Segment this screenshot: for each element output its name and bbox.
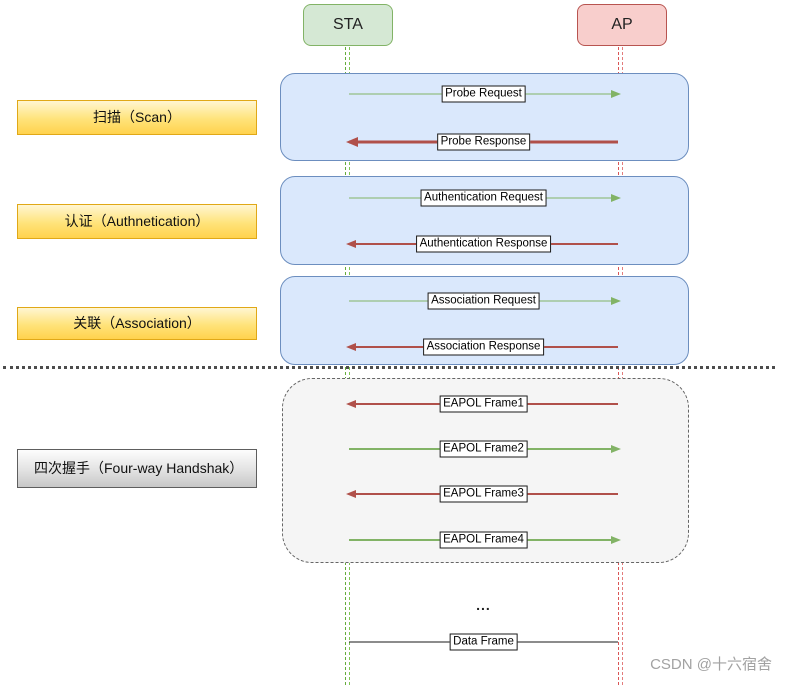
actor-ap: AP bbox=[577, 4, 667, 46]
arrow-left-icon bbox=[346, 137, 358, 147]
phase-label-association-text: 关联（Association） bbox=[73, 314, 201, 331]
arrow-left-icon bbox=[346, 490, 356, 498]
message-label: Authentication Response bbox=[415, 235, 552, 253]
phase-label-scan-text: 扫描（Scan） bbox=[93, 108, 181, 125]
actor-sta: STA bbox=[303, 4, 393, 46]
phase-label-scan: 扫描（Scan） bbox=[17, 100, 257, 135]
message-label: Association Response bbox=[422, 338, 545, 356]
message-label: EAPOL Frame3 bbox=[439, 485, 528, 503]
arrow-right-icon bbox=[611, 297, 621, 305]
phase-separator-dotted-line bbox=[3, 366, 775, 369]
message-label: Data Frame bbox=[449, 633, 518, 651]
phase-label-four-way-handshake-text: 四次握手（Four-way Handshak） bbox=[34, 459, 244, 476]
arrow-right-icon bbox=[611, 90, 621, 98]
message-label: EAPOL Frame4 bbox=[439, 531, 528, 549]
actor-ap-label: AP bbox=[611, 16, 633, 33]
arrow-right-icon bbox=[611, 536, 621, 544]
arrow-left-icon bbox=[346, 400, 356, 408]
message-label: Probe Request bbox=[441, 85, 526, 103]
arrow-left-icon bbox=[346, 240, 356, 248]
message-label: Association Request bbox=[427, 292, 540, 310]
phase-label-authentication-text: 认证（Authnetication） bbox=[64, 212, 210, 229]
phase-label-association: 关联（Association） bbox=[17, 307, 257, 340]
watermark-text: CSDN @十六宿舍 bbox=[650, 656, 772, 673]
message-label: EAPOL Frame1 bbox=[439, 395, 528, 413]
arrow-right-icon bbox=[611, 194, 621, 202]
message-label: Probe Response bbox=[436, 133, 531, 151]
phase-label-four-way-handshake: 四次握手（Four-way Handshak） bbox=[17, 449, 257, 488]
arrow-left-icon bbox=[346, 343, 356, 351]
ellipsis-text: ... bbox=[476, 597, 491, 613]
message-label: EAPOL Frame2 bbox=[439, 440, 528, 458]
phase-label-authentication: 认证（Authnetication） bbox=[17, 204, 257, 239]
arrow-right-icon bbox=[611, 445, 621, 453]
message-label: Authentication Request bbox=[420, 189, 547, 207]
actor-sta-label: STA bbox=[333, 16, 363, 33]
